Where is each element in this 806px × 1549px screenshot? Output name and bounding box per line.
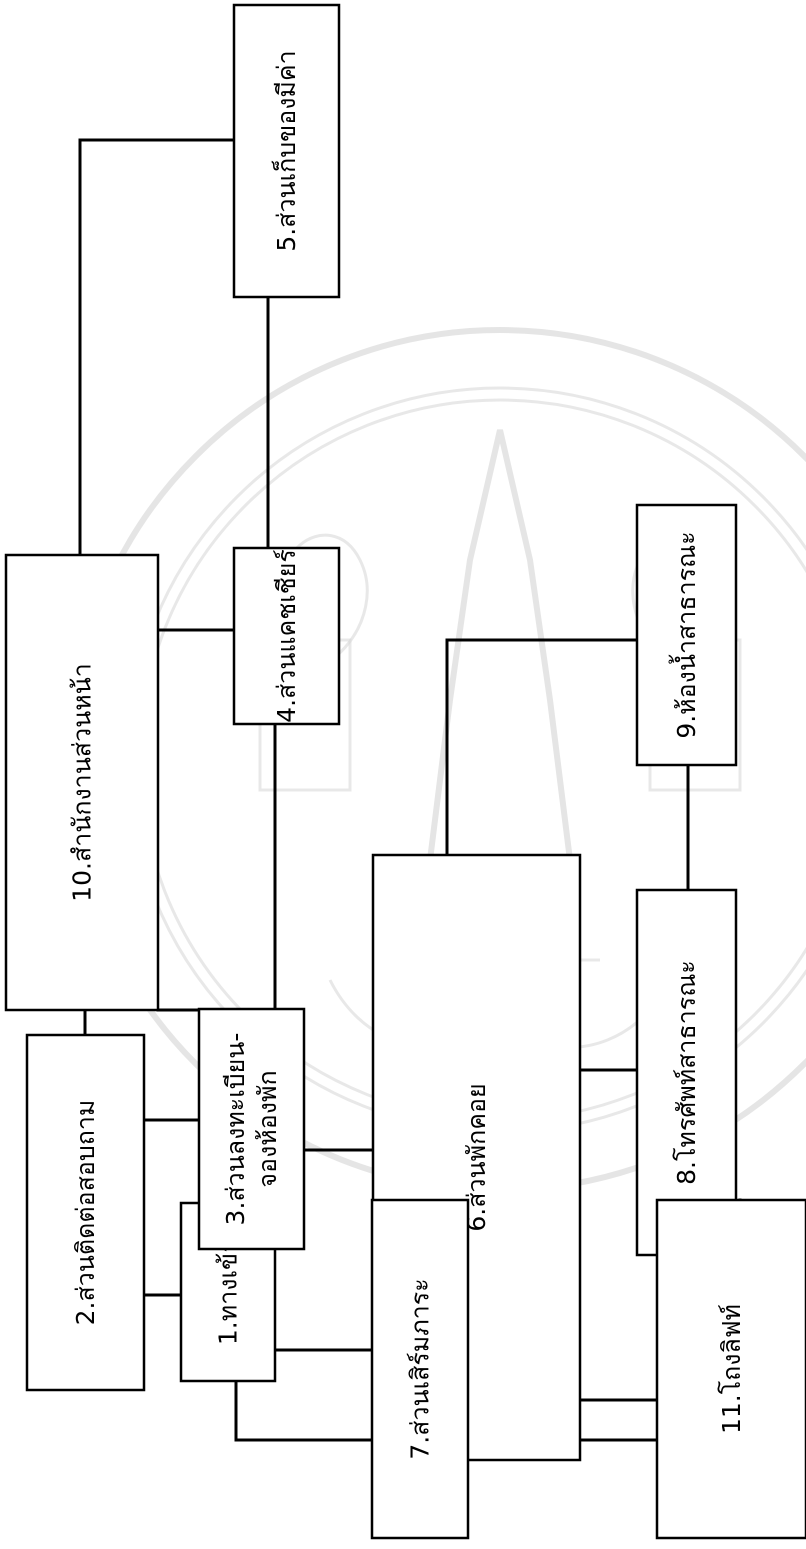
node-n8: 8.โทรศัพท์สาธารณะ: [635, 888, 738, 1257]
node-label: 3.ส่วนลงทะเบียน-: [221, 1033, 250, 1226]
edge-n1-n7: [234, 1379, 374, 1442]
node-n10: 10.สำนักงานส่วนหน้า: [4, 553, 160, 1012]
node-n3: 3.ส่วนลงทะเบียน-จองห้องพัก: [197, 1007, 306, 1251]
node-box: [25, 1033, 146, 1392]
node-box: [370, 1198, 470, 1540]
node-box: [232, 3, 341, 299]
node-label: 1.ทางเข้า: [214, 1239, 243, 1345]
node-n2: 2.ส่วนติดต่อสอบถาม: [25, 1033, 146, 1392]
node-box: [635, 888, 738, 1257]
node-label: จองห้องพัก: [253, 1070, 282, 1187]
node-label: 2.ส่วนติดต่อสอบถาม: [71, 1100, 100, 1326]
node-n7: 7.ส่วนเสิร์มภาระ: [370, 1198, 470, 1540]
node-n5: 5.ส่วนเก็บของมีค่า: [232, 3, 341, 299]
node-box: [655, 1198, 806, 1540]
node-label: 4.ส่วนแคชเชียร์: [272, 549, 301, 723]
node-label: 11.โถงลิฟท์: [717, 1304, 746, 1434]
node-label: 7.ส่วนเสิร์มภาระ: [406, 1278, 435, 1459]
edge-n6-n9: [445, 638, 639, 857]
node-box: [197, 1007, 306, 1251]
node-n9: 9.ห้องน้ำสาธารณะ: [635, 503, 738, 767]
node-label: 9.ห้องน้ำสาธารณะ: [668, 531, 701, 738]
node-n11: 11.โถงลิฟท์: [655, 1198, 806, 1540]
diagram-nodes: 1.ทางเข้า 2.ส่วนติดต่อสอบถาม 3.ส่วนลงทะเบี…: [4, 3, 806, 1540]
node-box: [635, 503, 738, 767]
edge-n5-n10: [78, 138, 236, 557]
node-label: 8.โทรศัพท์สาธารณะ: [672, 960, 701, 1185]
node-n4: 4.ส่วนแคชเชียร์: [232, 546, 341, 726]
node-label: 5.ส่วนเก็บของมีค่า: [271, 50, 301, 251]
node-box: [4, 553, 160, 1012]
node-label: 10.สำนักงานส่วนหน้า: [68, 663, 97, 902]
node-box: [232, 546, 341, 726]
